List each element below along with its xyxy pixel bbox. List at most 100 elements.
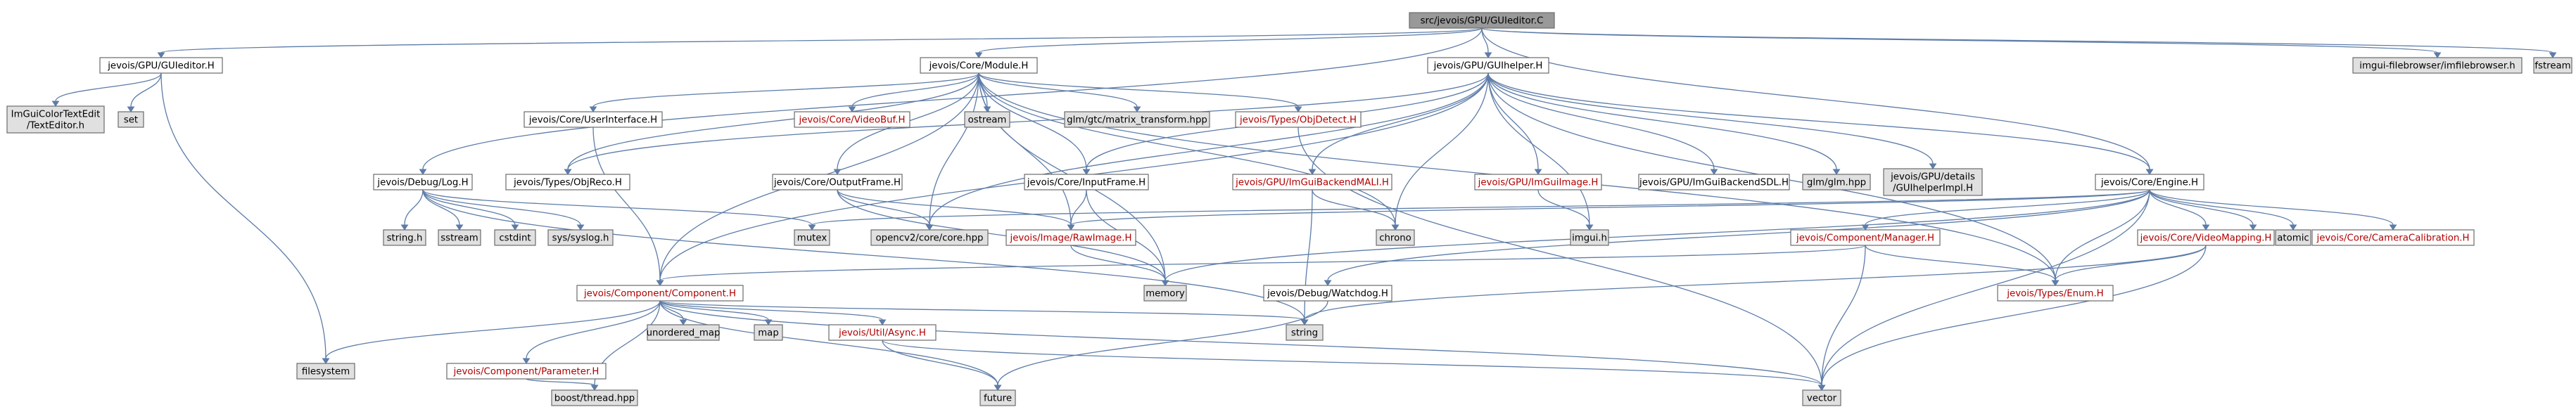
node-manager_h[interactable]: jevois/Component/Manager.H <box>1790 229 1941 246</box>
node-userinterface_h[interactable]: jevois/Core/UserInterface.H <box>524 111 663 128</box>
node-future[interactable]: future <box>979 389 1016 406</box>
node-box <box>1638 174 1790 190</box>
edge-line <box>659 300 769 321</box>
node-backendmali_h[interactable]: jevois/GPU/ImGuiBackendMALI.H <box>1232 174 1392 190</box>
node-box <box>296 363 355 380</box>
node-filesystem[interactable]: filesystem <box>296 363 355 380</box>
edge-line <box>325 300 661 359</box>
include-edge-rawimage_h-to-memory <box>1070 245 1169 286</box>
edge-arrowhead <box>419 169 427 175</box>
edge-arrowhead <box>564 169 572 175</box>
node-box <box>964 111 1010 128</box>
include-edge-log_h-to-sstream <box>422 189 464 231</box>
edge-arrowhead <box>2145 169 2154 175</box>
edge-line <box>526 378 595 386</box>
include-edge-log_h-to-cstdint <box>422 189 519 231</box>
node-box <box>1235 111 1362 128</box>
node-glm_glm[interactable]: glm/glm.hpp <box>1802 174 1871 190</box>
edge-arrowhead <box>1710 169 1718 175</box>
include-edge-engine_h-to-cameracal_h <box>2149 189 2397 231</box>
edge-line <box>1481 27 2150 170</box>
node-label: jevois/GPU/GUIhelper.H <box>1433 61 1543 72</box>
node-cameracal_h[interactable]: jevois/Core/CameraCalibration.H <box>2311 229 2475 246</box>
node-label: memory <box>1146 289 1185 299</box>
node-box <box>1570 229 1609 246</box>
node-label: jevois/Core/Module.H <box>929 61 1029 72</box>
node-box <box>99 57 223 74</box>
node-watchdog_h[interactable]: jevois/Debug/Watchdog.H <box>1263 285 1392 302</box>
node-label: jevois/GPU/ImGuiBackendSDL.H <box>1639 178 1789 188</box>
edge-line <box>1537 189 1590 226</box>
node-objreco_h[interactable]: jevois/Types/ObjReco.H <box>505 174 630 190</box>
edge-arrowhead <box>2433 52 2442 58</box>
edge-arrowhead <box>975 52 983 58</box>
include-edge-gueditor_c-to-engine_h <box>1481 27 2154 175</box>
node-set[interactable]: set <box>118 111 144 128</box>
node-atomic[interactable]: atomic <box>2275 229 2311 246</box>
include-edge-log_h-to-string_h <box>400 189 424 231</box>
node-videobuf_h[interactable]: jevois/Core/VideoBuf.H <box>794 111 911 128</box>
edge-arrowhead <box>2389 224 2397 231</box>
node-sstream[interactable]: sstream <box>438 229 481 246</box>
edge-line <box>837 189 1072 226</box>
node-map[interactable]: map <box>754 324 783 341</box>
node-label: set <box>124 115 138 126</box>
node-imfilebrowser[interactable]: imgui-filebrowser/imfilebrowser.h <box>2352 57 2523 74</box>
node-mutex[interactable]: mutex <box>794 229 830 246</box>
edge-line <box>978 27 1483 53</box>
node-box <box>576 285 744 302</box>
include-edge-videomapping_h-to-vector <box>1817 245 2207 391</box>
edge-line <box>1312 72 1489 170</box>
node-enum_h[interactable]: jevois/Types/Enum.H <box>1997 285 2114 302</box>
edge-arrowhead <box>1082 169 1091 175</box>
edge-line <box>659 245 1866 281</box>
node-label: opencv2/core/core.hpp <box>876 233 984 244</box>
node-label: future <box>984 394 1012 404</box>
edge-line <box>422 189 1305 321</box>
node-label: atomic <box>2277 233 2309 244</box>
node-chrono[interactable]: chrono <box>1376 229 1415 246</box>
node-inputframe_h[interactable]: jevois/Core/InputFrame.H <box>1024 174 1149 190</box>
node-textedit[interactable]: ImGuiColorTextEdit/TextEditor.h <box>6 105 105 134</box>
node-label: jevois/Debug/Log.H <box>376 178 468 188</box>
edge-line <box>1395 72 1489 226</box>
node-backendsdl_h[interactable]: jevois/GPU/ImGuiBackendSDL.H <box>1638 174 1790 190</box>
node-outputframe_h[interactable]: jevois/Core/OutputFrame.H <box>772 174 903 190</box>
node-module_h[interactable]: jevois/Core/Module.H <box>920 57 1038 74</box>
node-engine_h[interactable]: jevois/Core/Engine.H <box>2095 174 2204 190</box>
node-fstream[interactable]: fstream <box>2533 57 2572 74</box>
include-edge-outputframe_h-to-opencv_core <box>837 189 934 231</box>
include-edge-engine_h-to-list <box>2149 189 2257 231</box>
node-objdetect_h[interactable]: jevois/Types/ObjDetect.H <box>1235 111 1362 128</box>
node-boost_thread[interactable]: boost/thread.hpp <box>551 389 638 406</box>
node-gueditor_h[interactable]: jevois/GPU/GUIeditor.H <box>99 57 223 74</box>
node-ostream[interactable]: ostream <box>964 111 1010 128</box>
node-syslog[interactable]: sys/syslog.h <box>547 229 614 246</box>
node-imguiimage_h[interactable]: jevois/GPU/ImGuiImage.H <box>1474 174 1602 190</box>
node-guihelperimpl[interactable]: jevois/GPU/details/GUIhelperImpl.H <box>1883 168 1983 196</box>
node-rawimage_h[interactable]: jevois/Image/RawImage.H <box>1005 229 1136 246</box>
node-glm_mt[interactable]: glm/gtc/matrix_transform.hpp <box>1064 111 1210 128</box>
node-memory[interactable]: memory <box>1143 285 1187 302</box>
node-log_h[interactable]: jevois/Debug/Log.H <box>373 174 473 190</box>
node-imgui_h[interactable]: imgui.h <box>1570 229 1609 246</box>
node-cstdint[interactable]: cstdint <box>494 229 536 246</box>
node-videomapping_h[interactable]: jevois/Core/VideoMapping.H <box>2137 229 2275 246</box>
node-parameter_h[interactable]: jevois/Component/Parameter.H <box>446 363 607 380</box>
node-async_h[interactable]: jevois/Util/Async.H <box>828 324 937 341</box>
node-opencv_core[interactable]: opencv2/core/core.hpp <box>870 229 989 246</box>
node-box <box>754 324 783 341</box>
node-vector[interactable]: vector <box>1802 389 1841 406</box>
node-guihelper_h[interactable]: jevois/GPU/GUIhelper.H <box>1427 57 1549 74</box>
node-string_h[interactable]: string.h <box>383 229 426 246</box>
edge-line <box>1327 189 2150 281</box>
node-string[interactable]: string <box>1286 324 1324 341</box>
node-unordered_map[interactable]: unordered_map <box>647 324 721 341</box>
node-box <box>1232 174 1392 190</box>
node-component_h[interactable]: jevois/Component/Component.H <box>576 285 744 302</box>
include-edge-module_h-to-rawimage_h <box>978 72 1075 231</box>
include-edge-gueditor_h-to-filesystem <box>160 72 330 364</box>
node-gueditor_c[interactable]: src/jevois/GPU/GUIeditor.C <box>1409 12 1555 29</box>
include-edge-gueditor_c-to-module_h <box>975 27 1483 58</box>
